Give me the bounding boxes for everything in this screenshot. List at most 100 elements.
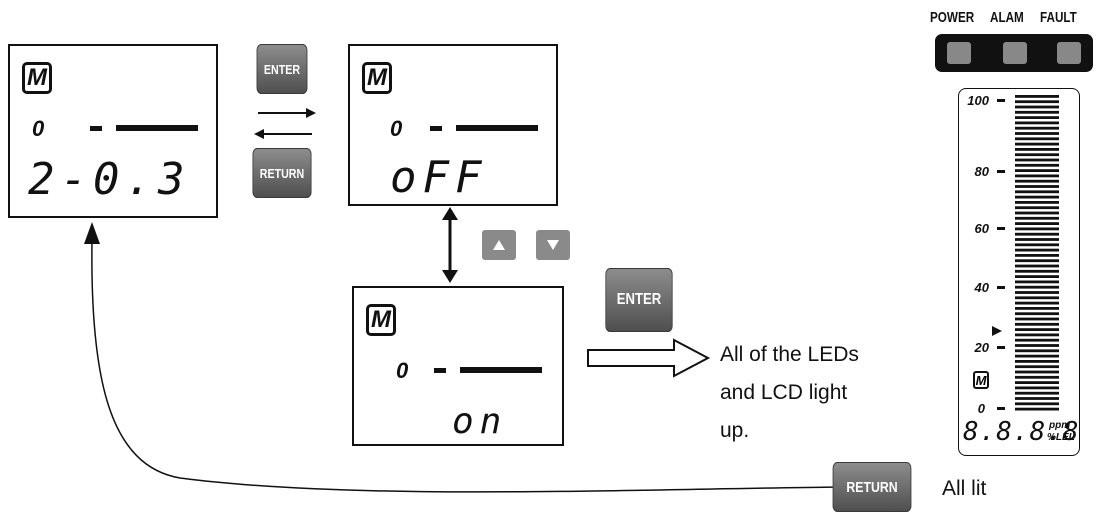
tick-label-40: 40	[974, 280, 989, 295]
triangle-down-icon	[547, 240, 559, 250]
dash-segment	[434, 368, 446, 373]
bar-segment-line	[1015, 397, 1059, 400]
tick-mark	[997, 407, 1005, 410]
zero-label: 0	[32, 116, 45, 141]
power-label: POWER	[930, 9, 975, 26]
bar-segment-line	[1015, 386, 1059, 390]
bar-segment-line	[1015, 333, 1059, 337]
tick-mark	[997, 286, 1005, 289]
bar-segment-line	[1015, 222, 1059, 225]
bar-segment	[116, 125, 198, 131]
bar-segment-line	[1015, 254, 1059, 257]
m-mode-icon: M	[22, 62, 52, 94]
bidirectional-arrows	[254, 108, 316, 139]
bar-segment-line	[1015, 312, 1059, 316]
bar-segment-line	[1015, 296, 1059, 300]
dash-segment	[90, 126, 102, 131]
bar-segment-line	[1015, 95, 1059, 98]
result-hollow-arrow	[587, 338, 711, 378]
down-button[interactable]	[536, 230, 570, 260]
alarm-label: ALAM	[990, 9, 1024, 26]
enter-button-confirm[interactable]: ENTER	[605, 268, 673, 332]
gauge-digit-readout: 8.8.8.8	[963, 417, 1080, 447]
bar-segment-line	[1015, 370, 1059, 374]
tick-label-0: 0	[977, 401, 985, 416]
tick-label-60: 60	[974, 221, 989, 236]
bar-segment-line	[1015, 163, 1059, 167]
fault-led	[1057, 42, 1081, 64]
bar-segment-line	[1015, 301, 1059, 305]
bar-segment-line	[1015, 190, 1059, 194]
m-mode-icon: M	[366, 304, 396, 336]
bar-segment-line	[1015, 243, 1059, 247]
unit-lel: %LEL	[1047, 432, 1075, 443]
unit-ppm: ppm	[1049, 420, 1071, 431]
bar-segment-line	[1015, 407, 1059, 411]
bar-segment-line	[1015, 269, 1059, 273]
bar-segment-line	[1015, 280, 1059, 284]
bar-segment-line	[1015, 148, 1059, 151]
result-text-line-2: and LCD light	[720, 381, 848, 404]
alarm-pointer-icon	[992, 326, 1002, 336]
tick-mark	[997, 346, 1005, 349]
return-button-bottom[interactable]: RETURN	[832, 462, 912, 512]
zero-label: 0	[390, 116, 403, 141]
bar-segment-line	[1015, 227, 1059, 231]
bar-segment-line	[1015, 185, 1059, 188]
return-button[interactable]: RETURN	[252, 148, 312, 198]
bar-segment	[456, 125, 538, 131]
tick-label-100: 100	[967, 93, 989, 108]
segment-display-value: on	[452, 401, 508, 442]
led-panel	[935, 34, 1093, 72]
bar-segment-line	[1015, 206, 1059, 210]
segment-display-value: 2-0.3	[28, 154, 191, 205]
bar-segment-line	[1015, 365, 1059, 369]
bar-segment-line	[1015, 158, 1059, 162]
dash-segment	[430, 126, 442, 131]
bar-segment-line	[1015, 264, 1059, 268]
bar-segment-line	[1015, 259, 1059, 263]
tick-label-20: 20	[974, 340, 989, 355]
triangle-up-icon	[493, 240, 505, 250]
bar-segment-line	[1015, 285, 1059, 289]
up-button[interactable]	[482, 230, 516, 260]
bar-segment-line	[1015, 238, 1059, 241]
bar-segment-line	[1015, 291, 1059, 294]
bar-segment-line	[1015, 116, 1059, 119]
bar-graph	[1015, 95, 1059, 411]
alarm-led	[1003, 42, 1027, 64]
bar-segment-line	[1015, 322, 1059, 326]
lcd-screen-off: M 0 oFF	[348, 44, 558, 206]
bar-segment-line	[1015, 349, 1059, 353]
tick-label-80: 80	[974, 164, 989, 179]
lcd-screen-on: M 0 on	[352, 286, 564, 446]
bar-segment-line	[1015, 328, 1059, 331]
bar-segment-line	[1015, 211, 1059, 215]
bar-segment-line	[1015, 391, 1059, 395]
bar-segment-line	[1015, 174, 1059, 178]
gauge-m-icon: M	[973, 371, 989, 389]
vertical-double-arrow	[442, 207, 458, 283]
bar-segment	[460, 367, 542, 373]
bar-segment-line	[1015, 338, 1059, 342]
bar-segment-line	[1015, 142, 1059, 146]
bar-segment-line	[1015, 402, 1059, 406]
result-text-line-1: All of the LEDs	[720, 343, 859, 366]
gauge-display: 100 80 60 40 20 0 M 8.8.8.8 ppm %LEL	[958, 88, 1080, 456]
bar-segment-line	[1015, 132, 1059, 135]
bar-segment-line	[1015, 137, 1059, 141]
all-lit-label: All lit	[942, 477, 987, 500]
bar-segment-line	[1015, 179, 1059, 183]
bar-segment-line	[1015, 110, 1059, 114]
bar-segment-line	[1015, 344, 1059, 347]
bar-segment-line	[1015, 317, 1059, 321]
bar-segment-line	[1015, 381, 1059, 384]
bar-segment-line	[1015, 153, 1059, 157]
power-led	[947, 42, 971, 64]
bar-segment-line	[1015, 201, 1059, 204]
bar-segment-line	[1015, 275, 1059, 278]
bar-segment-line	[1015, 354, 1059, 358]
bar-segment-line	[1015, 126, 1059, 130]
enter-button[interactable]: ENTER	[256, 44, 308, 94]
